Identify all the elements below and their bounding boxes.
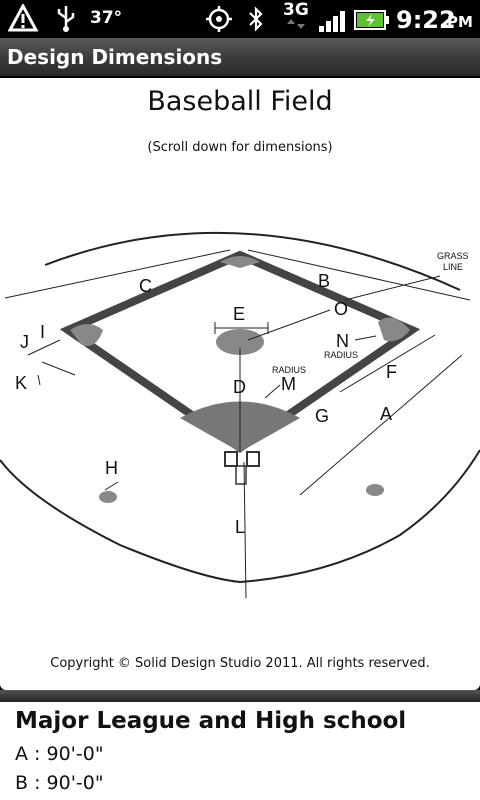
clock-time: 9:22 [396, 6, 456, 34]
grass-line-outline [0, 231, 480, 584]
dimension-row: B : 90'-0" [15, 772, 104, 794]
status-bar: 37° 3G 9:22 PM [0, 0, 480, 38]
label-f: F [386, 362, 397, 382]
baseball-field-diagram: A B C D E F G H I J K L M N O RADIUS RAD… [0, 231, 480, 599]
third-base-cutout [70, 324, 103, 346]
label-n: N [336, 331, 349, 351]
label-a: A [380, 404, 392, 424]
dimension-lines [4, 249, 471, 599]
label-radius-m: RADIUS [272, 365, 306, 375]
divider [0, 690, 480, 702]
on-deck-circle-right [366, 484, 384, 496]
label-grass: GRASS [437, 251, 469, 261]
diagram-title: Baseball Field [147, 86, 333, 117]
label-m: M [281, 374, 296, 394]
dimension-row: A : 90'-0" [15, 743, 104, 765]
network-type: 3G [283, 2, 309, 30]
label-line: LINE [443, 262, 463, 272]
clock-ampm: PM [447, 13, 473, 31]
label-i: I [40, 322, 45, 342]
temperature: 37° [90, 8, 123, 28]
usb-icon [55, 4, 77, 32]
title-bar: Design Dimensions [0, 38, 480, 76]
label-k: K [15, 373, 27, 393]
first-base-cutout [378, 317, 410, 342]
bluetooth-icon [247, 5, 265, 33]
catcher-box [235, 465, 247, 485]
label-j: J [20, 332, 29, 352]
battery-icon [354, 10, 390, 30]
dimensions-heading: Major League and High school [15, 708, 407, 734]
copyright-text: Copyright © Solid Design Studio 2011. Al… [50, 656, 430, 671]
label-radius-n: RADIUS [324, 350, 358, 360]
label-g: G [315, 406, 329, 426]
batter-box-left [224, 451, 238, 467]
gps-icon [202, 5, 236, 33]
field-diagram-card: Baseball Field (Scroll down for dimensio… [0, 78, 480, 690]
label-e: E [233, 304, 245, 324]
on-deck-circle-left [99, 491, 117, 503]
page-title: Design Dimensions [7, 45, 223, 69]
dimensions-panel[interactable]: Major League and High school A : 90'-0" … [0, 702, 480, 800]
label-o: O [334, 299, 348, 319]
label-b: B [318, 271, 330, 291]
label-c: C [139, 276, 152, 296]
second-base-cutout [220, 256, 260, 268]
batter-box-right [246, 451, 260, 467]
diagram-subtitle: (Scroll down for dimensions) [147, 140, 333, 155]
label-d: D [233, 377, 246, 397]
label-l: L [235, 517, 245, 537]
pitchers-mound [216, 329, 264, 355]
warning-triangle-icon [8, 4, 38, 32]
signal-icon [318, 9, 348, 33]
label-h: H [105, 458, 118, 478]
